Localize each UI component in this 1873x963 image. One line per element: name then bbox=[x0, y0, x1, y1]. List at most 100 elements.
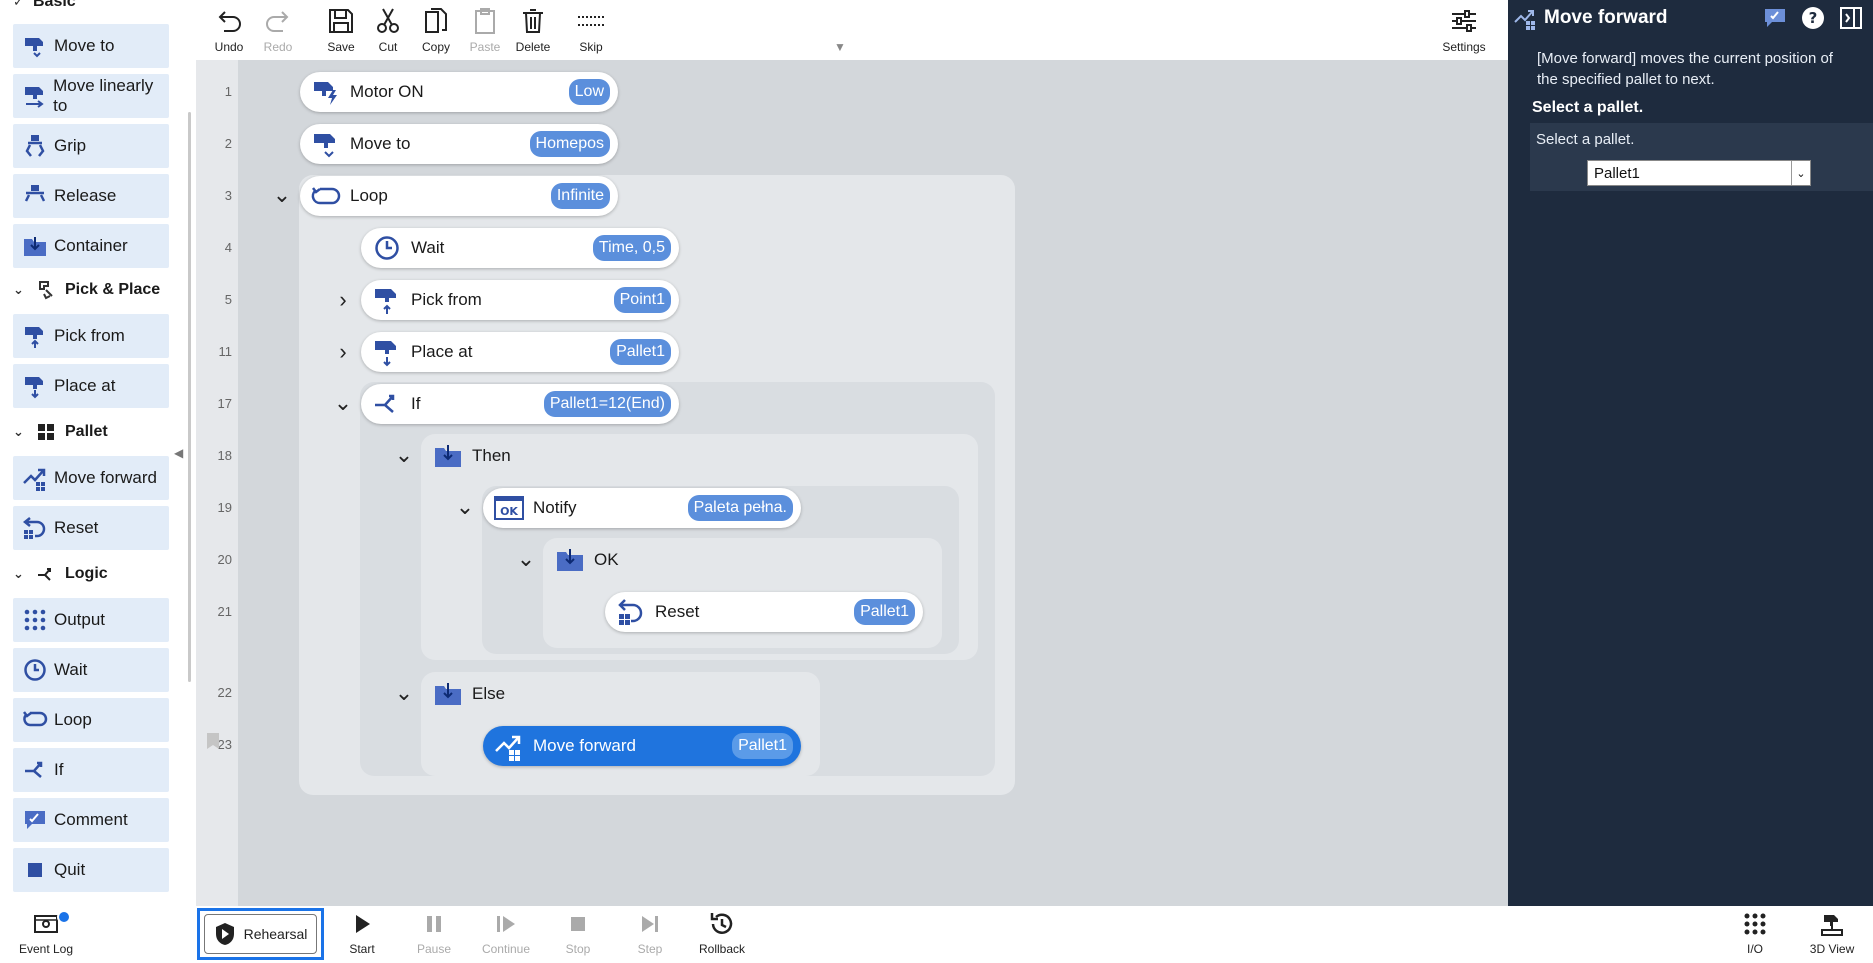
palette-item-place-at[interactable]: Place at bbox=[13, 364, 169, 408]
palette-item-if[interactable]: If bbox=[13, 748, 169, 792]
palette-item-move-to[interactable]: Move to bbox=[13, 24, 169, 68]
comment-icon bbox=[18, 803, 52, 837]
block-motor-on[interactable]: Motor ON Low bbox=[300, 72, 618, 112]
toolbar: Undo Redo Save Cut Copy Paste Delete Ski… bbox=[196, 0, 1605, 60]
expand-pick-chevron[interactable]: › bbox=[339, 287, 347, 312]
rehearsal-toggle[interactable]: Rehearsal bbox=[197, 908, 324, 960]
block-param-chip[interactable]: Pallet1 bbox=[854, 599, 915, 625]
3d-view-button[interactable]: 3D View bbox=[1797, 910, 1867, 960]
collapse-else-chevron[interactable]: ⌄ bbox=[394, 680, 414, 705]
block-label: If bbox=[411, 394, 421, 413]
scissors-icon bbox=[377, 8, 399, 33]
event-log-button[interactable]: Event Log bbox=[11, 910, 81, 960]
palette-item-quit[interactable]: Quit bbox=[13, 848, 169, 892]
line-number: 23 bbox=[217, 737, 232, 752]
palette-item-output[interactable]: Output bbox=[13, 598, 169, 642]
line-number: 1 bbox=[224, 84, 232, 99]
group-label: Else bbox=[472, 684, 506, 703]
block-notify[interactable]: OK Notify Paleta pełna. bbox=[483, 488, 801, 528]
palette-header-logic[interactable]: ⌄ Logic bbox=[13, 559, 183, 589]
line-number: 4 bbox=[224, 240, 232, 255]
toolbar-more-icon[interactable]: ▼ bbox=[834, 40, 846, 54]
rollback-button[interactable]: Rollback bbox=[687, 910, 757, 960]
palette-item-release[interactable]: Release bbox=[13, 174, 169, 218]
save-icon bbox=[329, 9, 353, 33]
block-pick-from[interactable]: Pick from Point1 bbox=[361, 280, 679, 320]
palette-item-pick-from[interactable]: Pick from bbox=[13, 314, 169, 358]
continue-button[interactable]: Continue bbox=[471, 910, 541, 960]
block-label: Pick from bbox=[411, 290, 482, 309]
palette-item-label: Release bbox=[54, 186, 117, 205]
expand-place-chevron[interactable]: › bbox=[339, 339, 347, 364]
paste-label: Paste bbox=[469, 40, 501, 54]
io-button[interactable]: I/O bbox=[1720, 910, 1790, 960]
line-number: 19 bbox=[217, 500, 232, 515]
step-button[interactable]: Step bbox=[615, 910, 685, 960]
block-param-chip[interactable]: Pallet1 bbox=[732, 733, 793, 759]
block-param-chip[interactable]: Paleta pełna. bbox=[687, 495, 793, 521]
palette-item-move-forward[interactable]: Move forward bbox=[13, 456, 169, 500]
settings-button[interactable]: Settings bbox=[1429, 6, 1499, 58]
block-place-at[interactable]: Place at Pallet1 bbox=[361, 332, 679, 372]
pallet-select[interactable]: Pallet1 ⌄ bbox=[1587, 160, 1811, 186]
collapse-then-chevron[interactable]: ⌄ bbox=[394, 442, 414, 467]
line-number: 18 bbox=[217, 448, 232, 463]
chevron-down-icon[interactable]: ⌄ bbox=[1791, 161, 1810, 185]
help-icon[interactable]: ? bbox=[1800, 6, 1826, 30]
block-param-chip[interactable]: Time, 0,5 bbox=[592, 235, 671, 261]
line-number: 11 bbox=[218, 344, 233, 359]
start-button[interactable]: Start bbox=[327, 910, 397, 960]
block-param-chip[interactable]: Infinite bbox=[550, 183, 610, 209]
group-ok[interactable]: OK bbox=[554, 542, 619, 578]
palette-item-container[interactable]: Container bbox=[13, 224, 169, 268]
group-else[interactable]: Else bbox=[432, 676, 505, 712]
block-label: Reset bbox=[655, 602, 700, 621]
cut-button[interactable]: Cut bbox=[360, 6, 416, 58]
block-if[interactable]: If Pallet1=12(End) bbox=[361, 384, 679, 424]
collapse-if-chevron[interactable]: ⌄ bbox=[333, 390, 353, 415]
collapse-notify-chevron[interactable]: ⌄ bbox=[455, 494, 475, 519]
paste-button[interactable]: Paste bbox=[457, 6, 513, 58]
collapse-loop-chevron[interactable]: ⌄ bbox=[272, 182, 292, 207]
event-log-icon bbox=[34, 915, 58, 933]
block-param-chip[interactable]: Pallet1=12(End) bbox=[543, 391, 671, 417]
skip-button[interactable]: Skip bbox=[563, 6, 619, 58]
collapse-ok-chevron[interactable]: ⌄ bbox=[516, 546, 536, 571]
palette-item-reset[interactable]: Reset bbox=[13, 506, 169, 550]
bookmark-icon[interactable] bbox=[207, 733, 219, 749]
pause-button[interactable]: Pause bbox=[399, 910, 469, 960]
block-param-chip[interactable]: Pallet1 bbox=[610, 339, 671, 365]
stop-icon bbox=[571, 917, 585, 931]
save-button[interactable]: Save bbox=[313, 6, 369, 58]
comment-icon[interactable] bbox=[1762, 6, 1788, 30]
dock-panel-icon[interactable] bbox=[1838, 6, 1864, 30]
group-then[interactable]: Then bbox=[432, 438, 511, 474]
palette-header-pallet[interactable]: ⌄ Pallet bbox=[13, 417, 183, 447]
svg-text:?: ? bbox=[1809, 9, 1818, 27]
block-move-to[interactable]: Move to Homepos bbox=[300, 124, 618, 164]
undo-button[interactable]: Undo bbox=[201, 6, 257, 58]
palette-item-comment[interactable]: Comment bbox=[13, 798, 169, 842]
block-wait[interactable]: Wait Time, 0,5 bbox=[361, 228, 679, 268]
save-label: Save bbox=[327, 40, 355, 54]
block-param-chip[interactable]: Low bbox=[568, 79, 610, 105]
palette-item-wait[interactable]: Wait bbox=[13, 648, 169, 692]
block-param-chip[interactable]: Point1 bbox=[613, 287, 671, 313]
palette-header-basic[interactable]: ✓ Basic bbox=[13, 0, 183, 17]
palette-item-move-linearly-to[interactable]: Move linearly to bbox=[13, 74, 169, 118]
stop-button[interactable]: Stop bbox=[543, 910, 613, 960]
properties-panel: Move forward ? [Move forward] moves the … bbox=[1508, 0, 1873, 906]
copy-button[interactable]: Copy bbox=[408, 6, 464, 58]
block-loop[interactable]: Loop Infinite bbox=[300, 176, 618, 216]
block-reset[interactable]: Reset Pallet1 bbox=[605, 592, 923, 632]
block-move-forward-selected[interactable]: Move forward Pallet1 bbox=[483, 726, 801, 766]
chevron-down-icon: ✓ bbox=[13, 0, 24, 9]
redo-button[interactable]: Redo bbox=[250, 6, 306, 58]
palette-scrollbar[interactable] bbox=[188, 112, 191, 682]
palette-header-pick-place[interactable]: ⌄ Pick & Place bbox=[13, 275, 183, 305]
block-param-chip[interactable]: Homepos bbox=[529, 131, 610, 157]
delete-button[interactable]: Delete bbox=[505, 6, 561, 58]
palette-item-loop[interactable]: Loop bbox=[13, 698, 169, 742]
collapse-palette-icon[interactable]: ◀ bbox=[174, 446, 184, 460]
palette-item-grip[interactable]: Grip bbox=[13, 124, 169, 168]
